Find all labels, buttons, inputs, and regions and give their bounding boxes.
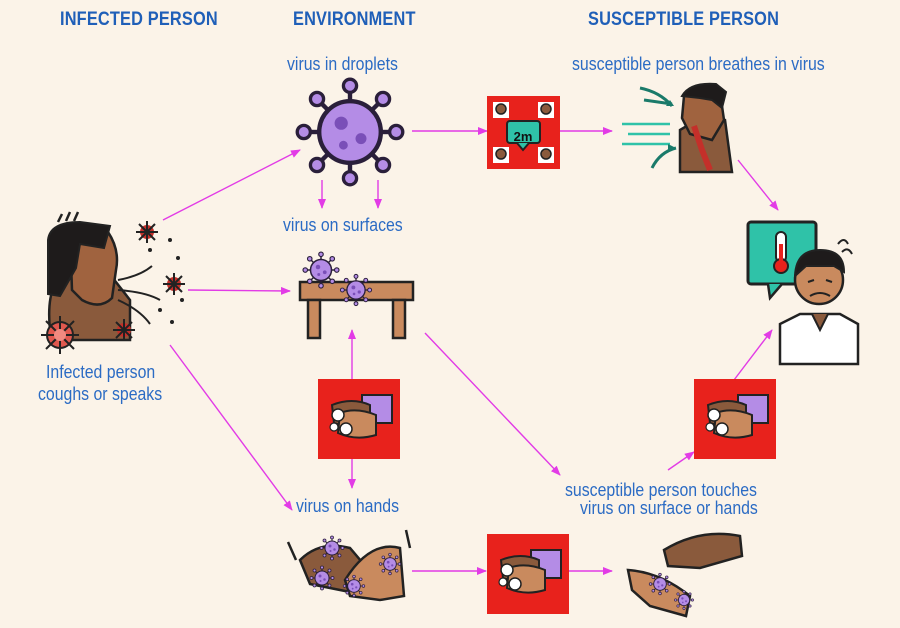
distance-sign-text: 2m xyxy=(514,129,533,144)
arrow-breathing-to-sick xyxy=(737,159,779,211)
arrow-surface-to-touches xyxy=(424,332,561,476)
label-touches-line1: susceptible person touches xyxy=(565,480,757,500)
virus-particle-icon xyxy=(297,79,403,185)
person-breathing-icon xyxy=(622,82,734,174)
arrow-infected-to-droplets xyxy=(162,149,301,221)
header-susceptible-person: SUSCEPTIBLE PERSON xyxy=(588,9,780,30)
label-infected-line1: Infected person xyxy=(46,362,156,382)
handwashing-icon xyxy=(486,533,570,615)
arrow-handwash-to-sick xyxy=(733,329,773,381)
arrow-infected-to-surfaces xyxy=(187,286,291,295)
header-environment: ENVIRONMENT xyxy=(293,9,416,30)
label-touches-line2: virus on surface or hands xyxy=(580,498,758,518)
social-distancing-icon xyxy=(487,96,560,169)
flow-arrows xyxy=(162,127,779,575)
header-infected-person: INFECTED PERSON xyxy=(60,9,218,30)
handwashing-icon xyxy=(317,378,401,460)
label-infected-line2: coughs or speaks xyxy=(38,384,163,404)
label-virus-in-droplets: virus in droplets xyxy=(287,54,398,74)
label-virus-on-surfaces: virus on surfaces xyxy=(283,215,403,235)
sick-person-fever-icon xyxy=(746,220,860,366)
contaminated-hands-icon xyxy=(286,529,412,602)
arrow-touches-to-handwash xyxy=(667,451,695,471)
label-breathes-in-virus: susceptible person breathes in virus xyxy=(572,54,825,74)
contaminated-table-icon xyxy=(298,251,415,340)
arrow-infected-to-hands xyxy=(169,344,293,511)
handwashing-icon xyxy=(693,378,777,460)
coughing-person-icon xyxy=(41,211,185,354)
label-virus-on-hands: virus on hands xyxy=(296,496,400,516)
hands-touching-icon xyxy=(626,532,744,618)
